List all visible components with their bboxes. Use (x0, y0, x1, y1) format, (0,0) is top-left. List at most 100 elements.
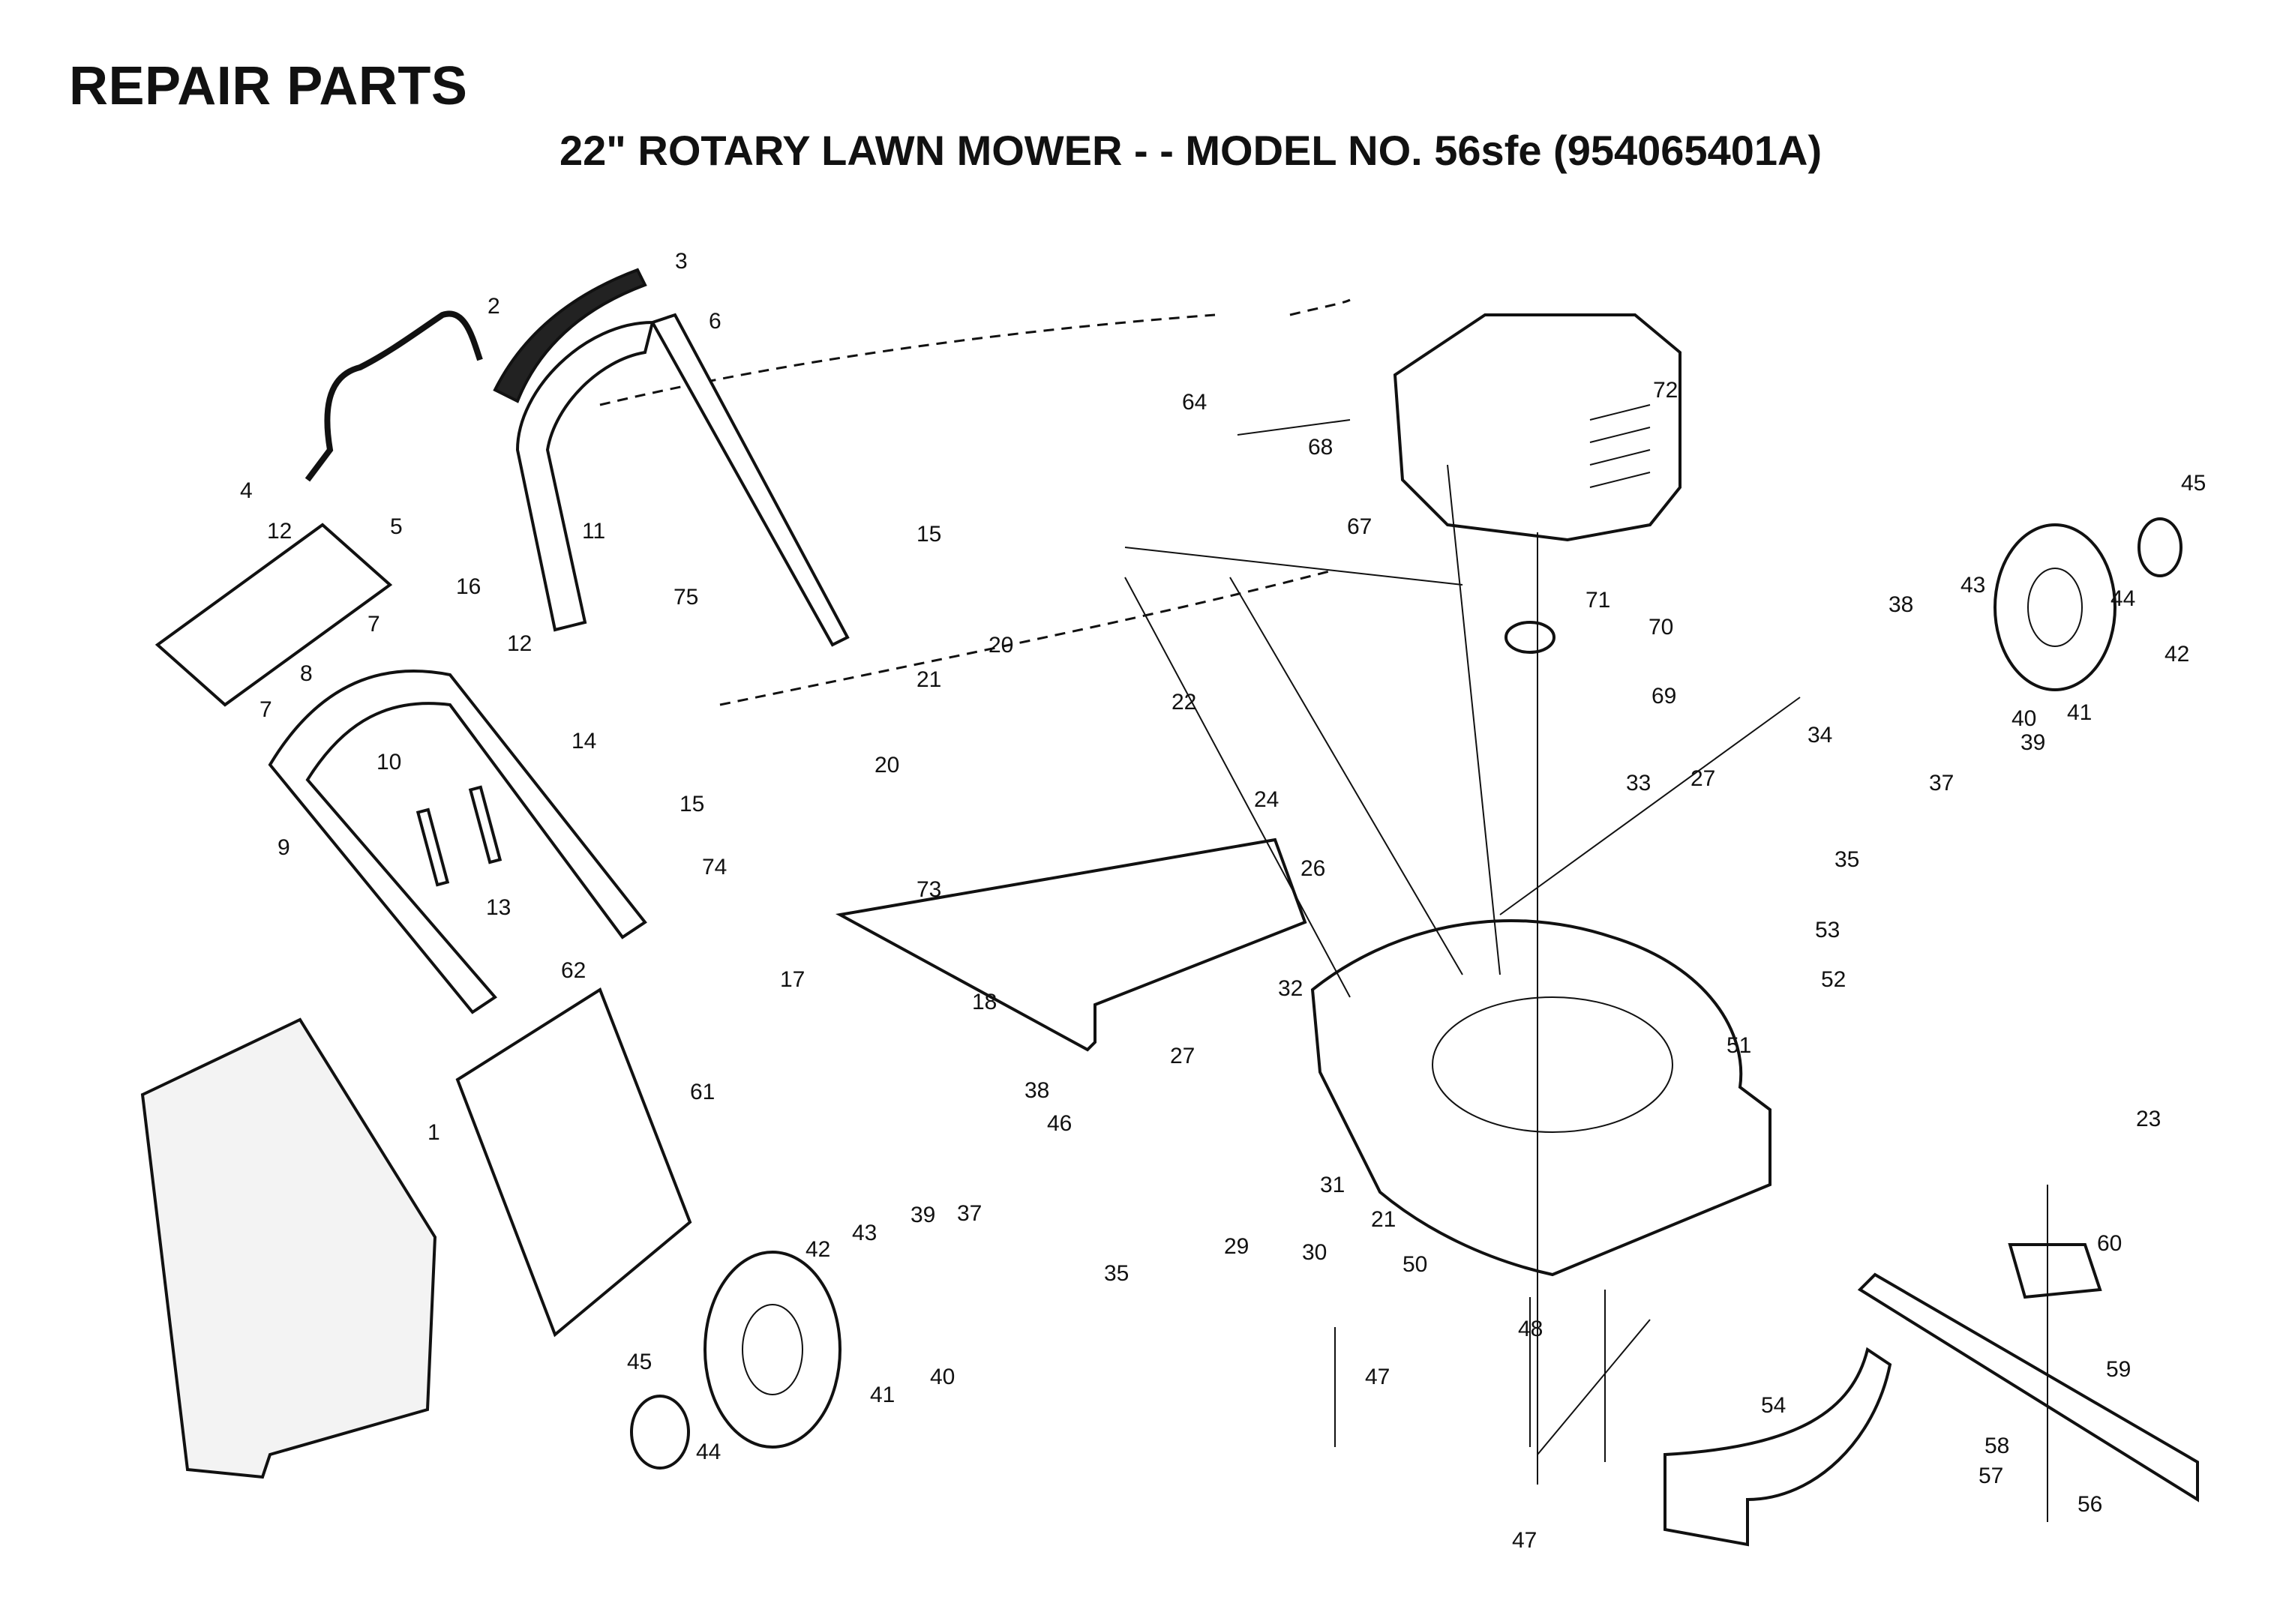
callout-44b: 44 (696, 1440, 721, 1464)
mower-deck (1310, 918, 1772, 1277)
callout-75: 75 (674, 585, 698, 610)
callout-13: 13 (486, 895, 511, 920)
callout-15a: 15 (916, 522, 941, 547)
callout-22: 22 (1172, 690, 1196, 715)
callout-67: 67 (1347, 514, 1372, 539)
callout-74: 74 (702, 855, 727, 879)
callout-14: 14 (572, 729, 596, 754)
callout-59: 59 (2106, 1357, 2131, 1382)
callout-27a: 27 (1690, 766, 1715, 791)
callout-35b: 35 (1104, 1261, 1129, 1286)
callout-12a: 12 (267, 519, 292, 544)
callout-70: 70 (1648, 615, 1673, 640)
engine (1393, 313, 1682, 542)
control-cable (599, 298, 1351, 706)
callout-72: 72 (1653, 378, 1678, 403)
callout-26: 26 (1300, 856, 1325, 881)
callout-69: 69 (1652, 684, 1676, 709)
callout-39a: 39 (2020, 730, 2045, 755)
callout-7b: 7 (260, 697, 272, 722)
callout-21a: 21 (916, 667, 941, 692)
callout-29: 29 (1224, 1234, 1249, 1259)
callout-20b: 20 (874, 753, 899, 778)
callout-56: 56 (2078, 1492, 2102, 1517)
callout-43b: 43 (852, 1221, 877, 1245)
callout-45a: 45 (2181, 471, 2206, 496)
hubcap (2138, 517, 2182, 577)
callout-7a: 7 (368, 612, 380, 637)
callout-23: 23 (2136, 1107, 2161, 1131)
deck-opening (1432, 996, 1673, 1133)
callout-37b: 37 (957, 1201, 982, 1226)
callout-24: 24 (1254, 787, 1279, 812)
callout-15b: 15 (680, 792, 704, 816)
callout-32: 32 (1278, 976, 1303, 1001)
callout-54: 54 (1761, 1393, 1786, 1418)
callout-42b: 42 (806, 1237, 830, 1262)
callout-64: 64 (1182, 390, 1207, 415)
callout-37a: 37 (1929, 771, 1954, 796)
callout-41a: 41 (2067, 700, 2092, 725)
callout-45b: 45 (627, 1350, 652, 1374)
lower-handle (268, 670, 647, 1014)
callout-43a: 43 (1960, 573, 1985, 598)
page-title: REPAIR PARTS (69, 56, 468, 116)
callout-9: 9 (278, 835, 290, 860)
handle-clip (416, 808, 450, 887)
callout-68: 68 (1308, 435, 1333, 460)
callout-38b: 38 (1024, 1078, 1049, 1103)
callout-8: 8 (300, 661, 313, 686)
callout-47a: 47 (1365, 1365, 1390, 1389)
callout-20a: 20 (988, 633, 1013, 658)
hubcap (630, 1395, 690, 1470)
page-subtitle: 22" ROTARY LAWN MOWER - - MODEL NO. 56sf… (560, 127, 1822, 174)
callout-35a: 35 (1834, 847, 1859, 872)
callout-40a: 40 (2012, 706, 2036, 731)
callout-46: 46 (1047, 1111, 1072, 1136)
callout-21b: 21 (1371, 1207, 1396, 1232)
callout-42a: 42 (2164, 642, 2189, 667)
blade (1857, 1272, 2199, 1503)
grass-bag (140, 1017, 437, 1479)
callout-52: 52 (1821, 967, 1846, 992)
engine-fins (1589, 404, 1651, 488)
callout-71: 71 (1586, 588, 1610, 613)
callout-1: 1 (428, 1120, 440, 1145)
callout-33: 33 (1626, 771, 1651, 796)
callout-2: 2 (488, 294, 500, 319)
callout-38a: 38 (1888, 592, 1913, 617)
callout-10: 10 (376, 750, 401, 775)
callout-51: 51 (1726, 1033, 1751, 1058)
callout-31: 31 (1320, 1173, 1345, 1197)
callout-labels: 1 2 3 4 5 6 7 7 8 9 10 11 12 12 13 14 15… (240, 249, 2206, 1553)
callout-27b: 27 (1170, 1044, 1195, 1068)
callout-58: 58 (1984, 1434, 2009, 1458)
callout-47b: 47 (1512, 1528, 1537, 1553)
callout-16: 16 (456, 574, 481, 599)
rear-baffle (835, 837, 1307, 1052)
pulley (1504, 621, 1556, 654)
callout-73: 73 (916, 877, 941, 902)
callout-41b: 41 (870, 1383, 895, 1407)
handle-grip (493, 268, 647, 403)
callout-34: 34 (1808, 723, 1832, 748)
callout-17: 17 (780, 967, 805, 992)
callout-3: 3 (675, 249, 688, 274)
handle-clip (468, 785, 502, 864)
upper-handle (515, 313, 850, 647)
callout-44a: 44 (2110, 586, 2135, 611)
callout-61: 61 (690, 1080, 715, 1104)
front-wheel (704, 1251, 842, 1449)
callout-6: 6 (709, 309, 722, 334)
callout-50: 50 (1402, 1252, 1427, 1277)
callout-18: 18 (972, 990, 997, 1014)
callout-5: 5 (390, 514, 403, 539)
callout-40b: 40 (930, 1365, 955, 1389)
bail-wire (304, 310, 483, 482)
callout-4: 4 (240, 478, 253, 503)
callout-60: 60 (2097, 1231, 2122, 1256)
handle-cover (154, 523, 393, 707)
front-wheel-hub (742, 1304, 803, 1395)
bag-frame (455, 987, 692, 1338)
